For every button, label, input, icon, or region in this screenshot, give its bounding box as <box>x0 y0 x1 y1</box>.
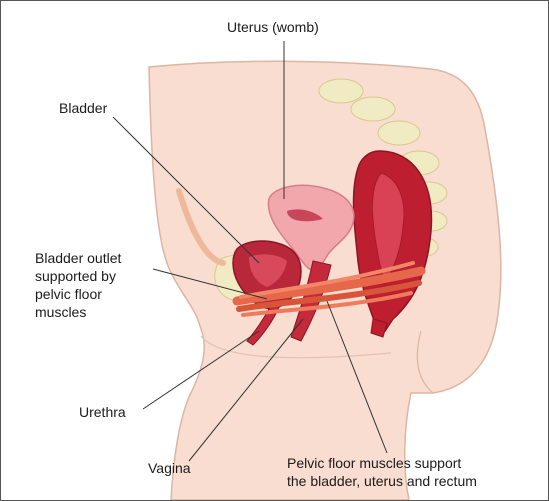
label-line: Bladder outlet <box>35 249 121 267</box>
label-line: the bladder, uterus and rectum <box>287 472 477 490</box>
label-pelvic-floor-muscles: Pelvic floor muscles support the bladder… <box>287 454 477 490</box>
vertebra <box>378 121 420 145</box>
label-line: pelvic floor <box>35 285 121 303</box>
label-bladder-outlet: Bladder outlet supported by pelvic floor… <box>35 249 121 321</box>
label-line: Pelvic floor muscles support <box>287 454 477 472</box>
label-urethra: Urethra <box>79 403 126 421</box>
label-vagina: Vagina <box>148 459 191 477</box>
label-line: muscles <box>35 303 121 321</box>
label-line: supported by <box>35 267 121 285</box>
vertebra <box>319 79 363 103</box>
vertebra <box>351 97 395 121</box>
label-bladder: Bladder <box>59 99 107 117</box>
label-uterus: Uterus (womb) <box>227 18 319 36</box>
